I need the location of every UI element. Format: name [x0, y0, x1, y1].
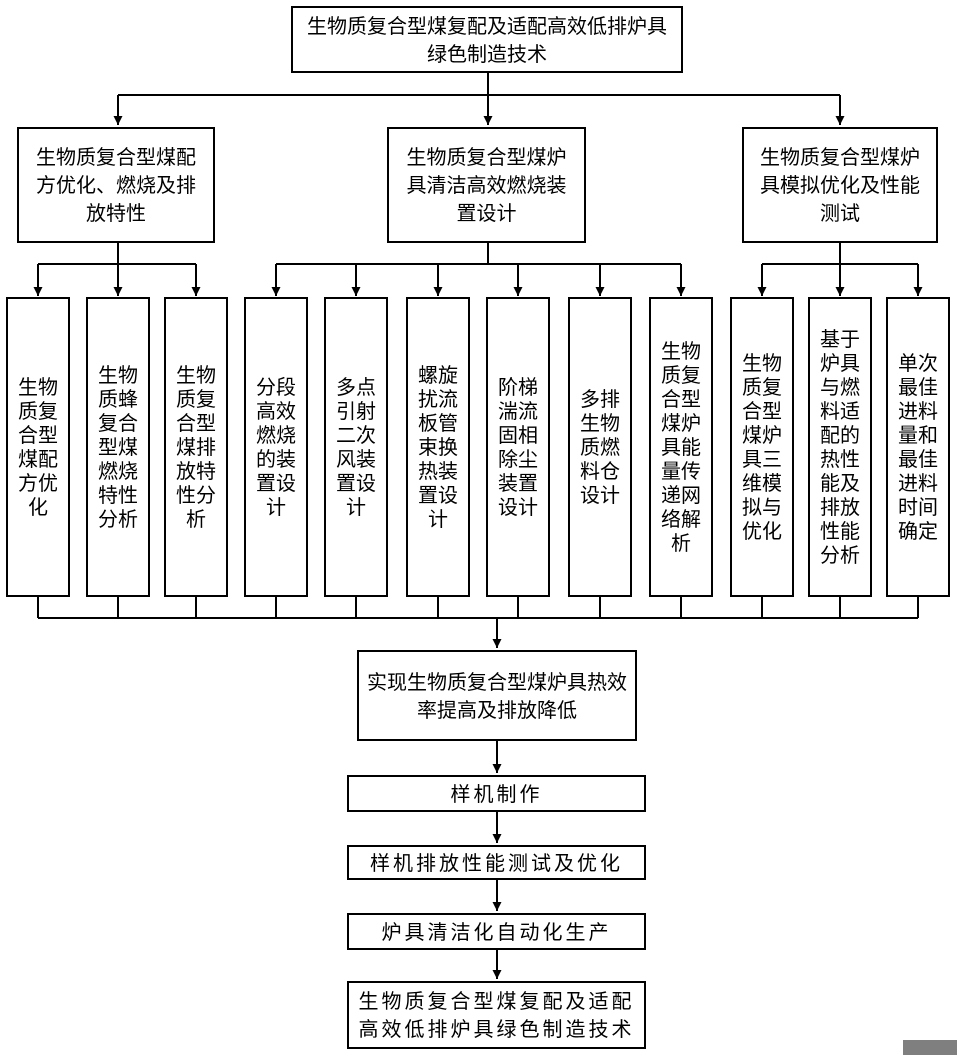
- branch-label-1: 生物质复合型煤配方优化、燃烧及排放特性: [36, 145, 196, 225]
- leaf-label-2-4: 阶梯湍流固相除尘装置设计: [498, 375, 538, 519]
- final-box: 生物质复合型煤复配及适配高效低排炉具绿色制造技术: [347, 981, 646, 1049]
- leaf-box-2-3: 螺旋扰流板管束换热装置设计: [406, 297, 470, 597]
- branch-box-1: 生物质复合型煤配方优化、燃烧及排放特性: [17, 127, 215, 243]
- leaf-box-3-2: 基于炉具与燃料适配的热性能及排放性能分析: [808, 297, 872, 597]
- step-box-production: 炉具清洁化自动化生产: [347, 913, 646, 950]
- leaf-label-1-2: 生物质蜂复合型煤燃烧特性分析: [98, 363, 138, 531]
- final-label: 生物质复合型煤复配及适配高效低排炉具绿色制造技术: [358, 989, 635, 1041]
- leaf-label-2-5: 多排生物质燃料仓设计: [580, 387, 620, 507]
- leaf-label-2-3: 螺旋扰流板管束换热装置设计: [418, 363, 458, 531]
- result-label: 实现生物质复合型煤炉具热效率提高及排放降低: [367, 669, 627, 722]
- top-box-label: 生物质复合型煤复配及适配高效低排炉具绿色制造技术: [307, 13, 667, 66]
- leaf-box-1-1: 生物质复合型煤配方优化: [6, 297, 70, 597]
- leaf-box-2-6: 生物质复合型煤炉具能量传递网络解析: [649, 297, 713, 597]
- leaf-box-3-3: 单次最佳进料量和最佳进料时间确定: [886, 297, 950, 597]
- watermark-bar: [903, 1040, 957, 1055]
- leaf-box-1-2: 生物质蜂复合型煤燃烧特性分析: [86, 297, 150, 597]
- leaf-box-2-2: 多点引射二次风装置设计: [324, 297, 388, 597]
- top-box: 生物质复合型煤复配及适配高效低排炉具绿色制造技术: [291, 6, 683, 73]
- leaf-box-2-1: 分段高效燃烧的装置设计: [244, 297, 308, 597]
- branch-label-2: 生物质复合型煤炉具清洁高效燃烧装置设计: [406, 145, 567, 225]
- branch-label-3: 生物质复合型煤炉具模拟优化及性能测试: [760, 145, 920, 225]
- leaf-label-3-2: 基于炉具与燃料适配的热性能及排放性能分析: [820, 327, 860, 567]
- result-box: 实现生物质复合型煤炉具热效率提高及排放降低: [357, 650, 637, 741]
- leaf-label-1-3: 生物质复合型煤排放特性分析: [176, 363, 216, 531]
- leaf-box-3-1: 生物质复合型煤炉具三维模拟与优化: [730, 297, 794, 597]
- leaf-label-2-6: 生物质复合型煤炉具能量传递网络解析: [661, 339, 701, 555]
- leaf-label-1-1: 生物质复合型煤配方优化: [18, 375, 58, 519]
- step-box-testing: 样机排放性能测试及优化: [347, 845, 646, 880]
- step-label-production: 炉具清洁化自动化生产: [381, 919, 612, 944]
- step-label-testing: 样机排放性能测试及优化: [370, 850, 623, 875]
- leaf-box-1-3: 生物质复合型煤排放特性分析: [164, 297, 228, 597]
- leaf-label-3-3: 单次最佳进料量和最佳进料时间确定: [898, 351, 938, 543]
- branch-box-2: 生物质复合型煤炉具清洁高效燃烧装置设计: [387, 127, 586, 243]
- leaf-label-3-1: 生物质复合型煤炉具三维模拟与优化: [742, 351, 782, 543]
- leaf-box-2-5: 多排生物质燃料仓设计: [568, 297, 632, 597]
- branch-box-3: 生物质复合型煤炉具模拟优化及性能测试: [742, 127, 938, 243]
- step-box-prototype: 样机制作: [347, 775, 646, 812]
- leaf-box-2-4: 阶梯湍流固相除尘装置设计: [486, 297, 550, 597]
- leaf-label-2-1: 分段高效燃烧的装置设计: [256, 375, 296, 519]
- leaf-label-2-2: 多点引射二次风装置设计: [336, 375, 376, 519]
- step-label-prototype: 样机制作: [450, 781, 543, 806]
